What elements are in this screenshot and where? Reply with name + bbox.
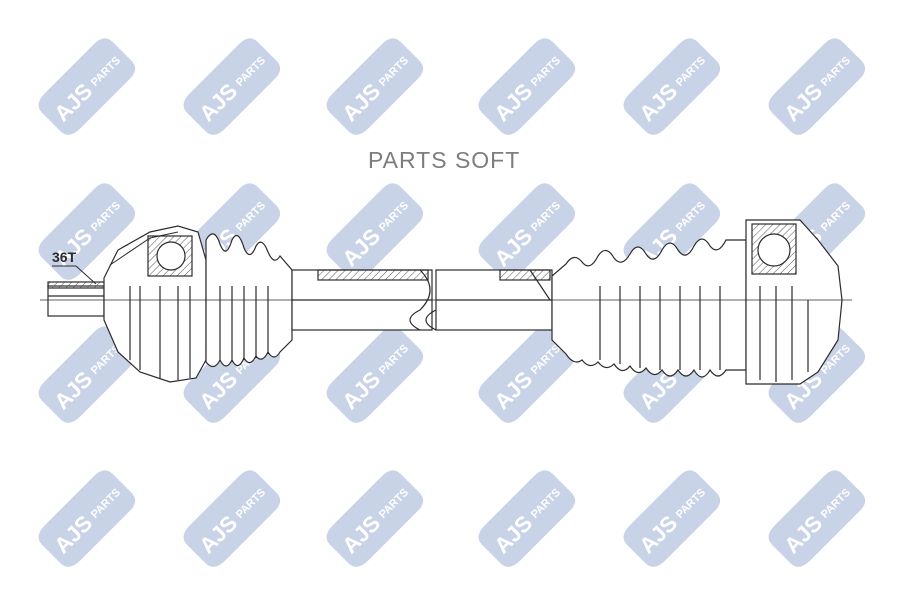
- right-boot: [551, 238, 747, 378]
- brand-text: PARTS SOFT: [368, 147, 521, 173]
- left-spline-stub: [47, 285, 105, 317]
- spline-label-group: 36T: [52, 249, 97, 285]
- spline-label: 36T: [52, 249, 77, 265]
- shaft-outline: [40, 219, 852, 385]
